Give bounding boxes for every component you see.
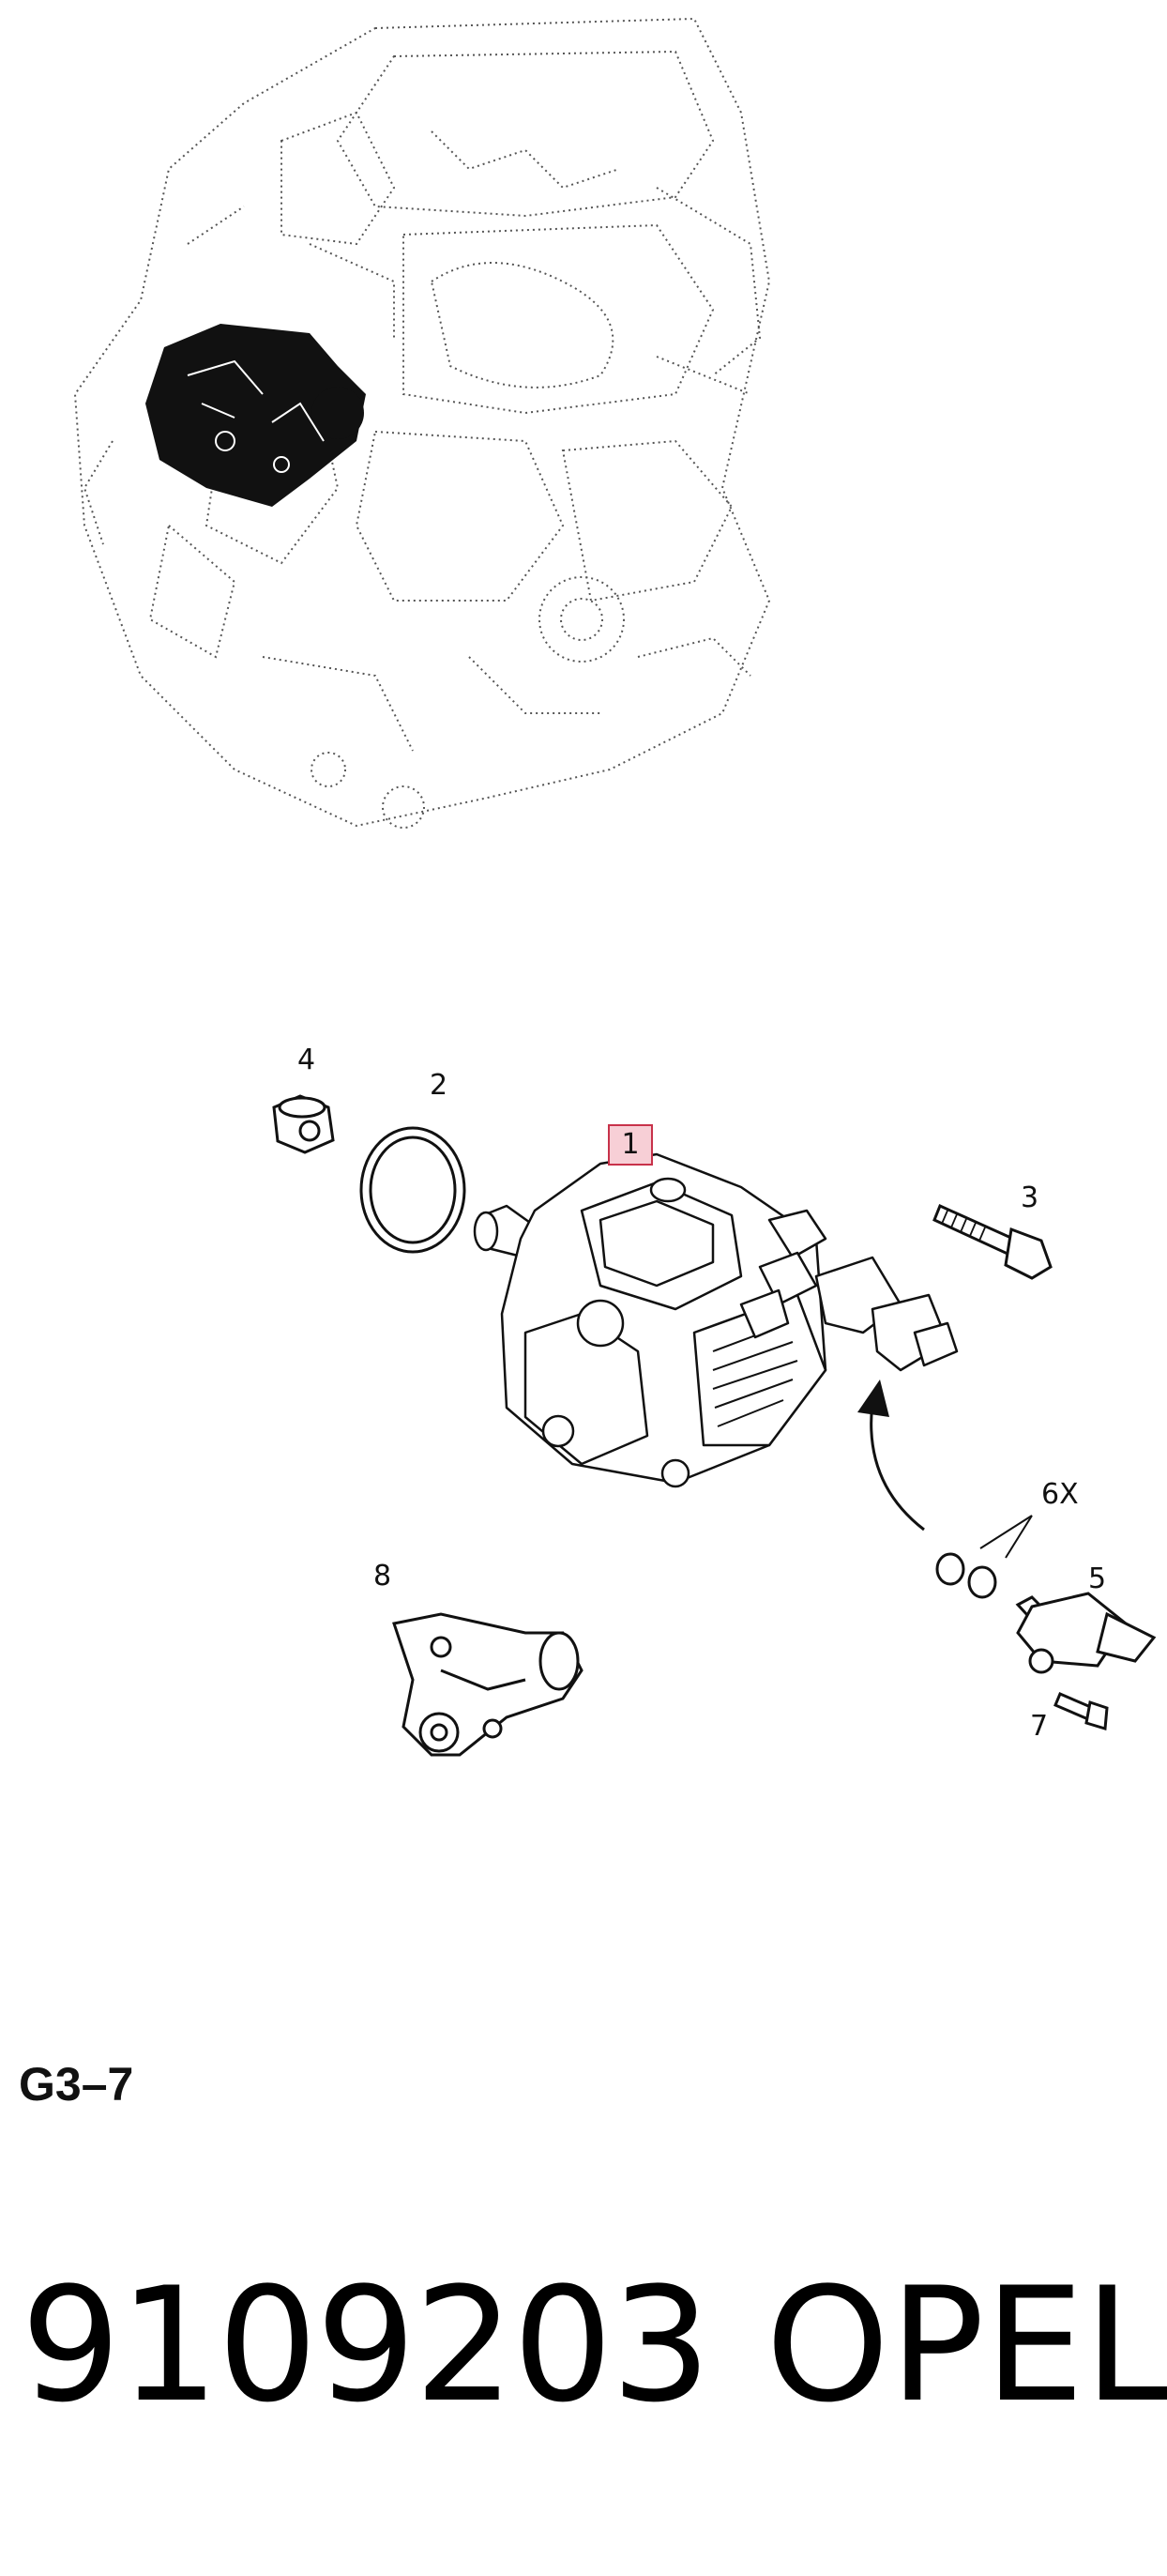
- screw-part-7: [1053, 1692, 1109, 1730]
- callout-1-highlighted[interactable]: 1: [608, 1124, 653, 1166]
- pump-location-highlight: [145, 324, 366, 507]
- brand-name: OPEL: [765, 2253, 1167, 2437]
- section-code: G3–7: [19, 2058, 134, 2111]
- callout-4[interactable]: 4: [297, 1044, 316, 1076]
- assembly-arrowhead: [857, 1379, 889, 1417]
- high-pressure-pump-drawing: [473, 1152, 959, 1488]
- part-number: 9109203: [21, 2253, 711, 2437]
- assembly-arrow: [870, 1402, 925, 1532]
- nut-part-4: [272, 1094, 335, 1154]
- callout-6[interactable]: 6X: [1041, 1478, 1079, 1511]
- callout-3[interactable]: 3: [1021, 1181, 1039, 1214]
- sensor-part-5: [1015, 1592, 1157, 1674]
- engine-overview-illustration: [73, 17, 771, 829]
- bracket-part-8: [392, 1612, 584, 1757]
- callout-2[interactable]: 2: [430, 1069, 448, 1102]
- callout-7[interactable]: 7: [1030, 1710, 1049, 1743]
- small-o-rings-part-6: [935, 1515, 1033, 1599]
- bolt-part-3: [932, 1203, 1053, 1280]
- callout-5[interactable]: 5: [1088, 1562, 1107, 1595]
- callout-8[interactable]: 8: [373, 1560, 392, 1593]
- o-ring-part-2: [359, 1126, 466, 1254]
